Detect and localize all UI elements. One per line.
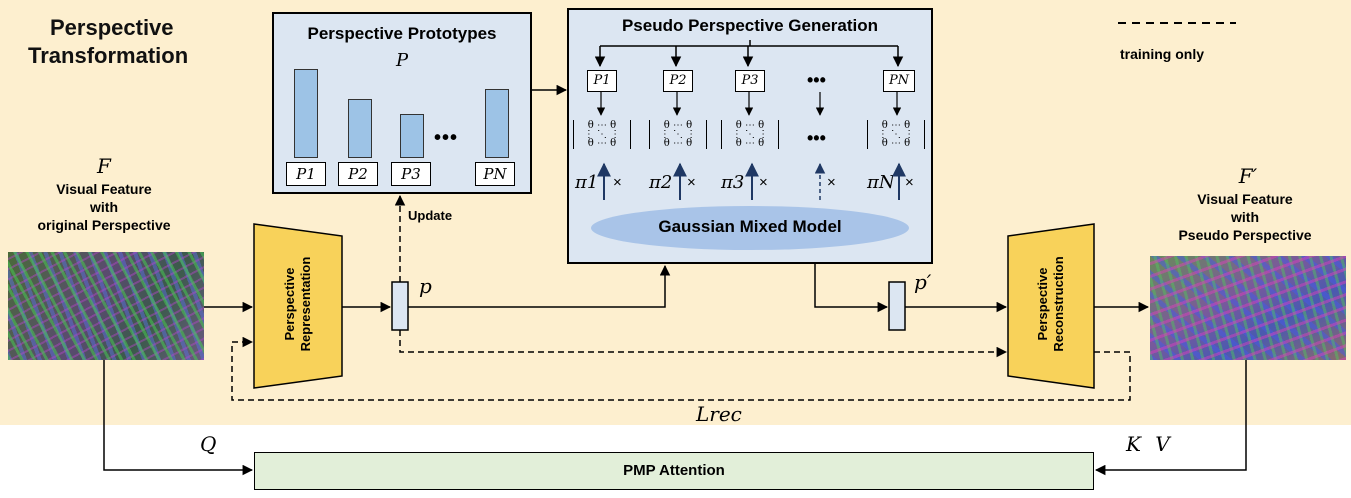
- decoder-trapezoid: [1007, 223, 1095, 389]
- q-arrow: [103, 360, 254, 476]
- prototypes-title: Perspective Prototypes: [307, 24, 497, 43]
- label-to-matrix-arrows: [596, 92, 902, 116]
- times-2: ×: [687, 174, 696, 191]
- prototypes-ellipsis: •••: [434, 127, 459, 149]
- matrix-2-row1: θ ⋯ θ: [663, 120, 693, 131]
- section-title-line1: Perspective: [50, 15, 174, 40]
- gmm-label: Gaussian Mixed Model: [658, 217, 842, 236]
- input-symbol: F: [97, 154, 111, 178]
- pseudo-panel: Pseudo Perspective Generation P1 P2 P3 •…: [567, 8, 933, 264]
- matrix-1: θ ⋯ θ ⋮ ⋱ ⋮ θ ⋯ θ: [573, 120, 631, 149]
- matrix-3-row3: θ ⋯ θ: [735, 138, 765, 149]
- prototype-label-3: P3: [391, 162, 431, 186]
- matrix-2: θ ⋯ θ ⋮ ⋱ ⋮ θ ⋯ θ: [649, 120, 707, 149]
- times-3: ×: [759, 174, 768, 191]
- prototypes-symbol: P: [395, 50, 409, 71]
- matrix-2-row2: ⋮ ⋱ ⋮: [659, 129, 697, 140]
- output-feature-image: [1150, 256, 1346, 360]
- matrix-n-row3: θ ⋯ θ: [881, 138, 911, 149]
- output-caption-line2: with: [1231, 209, 1259, 225]
- pseudo-label-3: P3: [735, 70, 765, 92]
- prototype-bar-1: [294, 69, 318, 158]
- weight-pi-2: π2: [649, 172, 673, 193]
- prototype-label-n: PN: [475, 162, 515, 186]
- legend-dashed-line: [1118, 22, 1236, 24]
- output-caption: Visual Feature with Pseudo Perspective: [1142, 190, 1348, 244]
- section-title: Perspective Transformation: [28, 14, 188, 70]
- p-prime-vector-box: [888, 281, 906, 331]
- prototypes-panel: Perspective Prototypes P ••• P1 P2 P3 PN: [272, 12, 532, 194]
- p-label: p: [419, 274, 432, 298]
- decoder-label: Perspective Reconstruction: [1035, 256, 1066, 352]
- update-label: Update: [408, 208, 453, 223]
- output-caption-line3: Pseudo Perspective: [1178, 227, 1312, 243]
- input-feature-image: [8, 252, 204, 360]
- input-caption-line3: original Perspective: [37, 217, 171, 233]
- pseudo-ellipsis-top: •••: [807, 70, 826, 90]
- pseudo-label-n: PN: [883, 70, 915, 92]
- pseudo-ellipsis-mid: •••: [807, 128, 826, 148]
- loss-text: Lrec: [696, 402, 742, 426]
- times-n: ×: [905, 174, 914, 191]
- gmm-upward-arrows: [597, 162, 906, 200]
- loss-label: Lrec: [696, 402, 742, 426]
- legend-training-only: training only: [1120, 46, 1204, 62]
- matrix-n: θ ⋯ θ ⋮ ⋱ ⋮ θ ⋯ θ: [867, 120, 925, 149]
- q-label: Q: [200, 432, 217, 456]
- pseudo-to-pprime-arrow: [814, 264, 889, 313]
- weight-pi-3: π3: [721, 172, 745, 193]
- output-caption-line1: Visual Feature: [1197, 191, 1293, 207]
- output-symbol: F′: [1238, 164, 1258, 188]
- weight-pi-1: π1: [575, 172, 599, 193]
- pmp-attention-box: PMP Attention: [254, 452, 1094, 490]
- prototype-bar-2: [348, 99, 372, 158]
- matrix-1-row3: θ ⋯ θ: [587, 138, 617, 149]
- matrix-3-row1: θ ⋯ θ: [735, 120, 765, 131]
- p-to-gmm-arrow: [408, 264, 671, 308]
- input-caption: Visual Feature with original Perspective: [4, 180, 204, 234]
- section-title-line2: Transformation: [28, 43, 189, 68]
- kv-label: K V: [1126, 432, 1170, 456]
- input-caption-line1: Visual Feature: [56, 181, 152, 197]
- matrix-3: θ ⋯ θ ⋮ ⋱ ⋮ θ ⋯ θ: [721, 120, 779, 149]
- matrix-3-row2: ⋮ ⋱ ⋮: [731, 129, 769, 140]
- times-ellipsis: ×: [827, 174, 836, 191]
- kv-arrow: [1094, 360, 1247, 476]
- pmp-attention-label: PMP Attention: [623, 462, 725, 479]
- times-1: ×: [613, 174, 622, 191]
- p-vector-box: [391, 281, 409, 331]
- input-caption-line2: with: [90, 199, 118, 215]
- matrix-n-row1: θ ⋯ θ: [881, 120, 911, 131]
- prototype-label-2: P2: [338, 162, 378, 186]
- weight-pi-n: πN: [867, 172, 895, 193]
- p-to-decoder-dashed: [399, 330, 1008, 358]
- prototype-bar-n: [485, 89, 509, 158]
- loss-loop-dashed: [231, 336, 1131, 401]
- p-prime-label: p′: [914, 270, 932, 294]
- prototype-bar-3: [400, 114, 424, 158]
- encoder-trapezoid: [253, 223, 343, 389]
- gmm-ellipse: [591, 206, 909, 250]
- matrix-1-row1: θ ⋯ θ: [587, 120, 617, 131]
- matrix-n-row2: ⋮ ⋱ ⋮: [877, 129, 915, 140]
- matrix-2-row3: θ ⋯ θ: [663, 138, 693, 149]
- pseudo-label-2: P2: [663, 70, 693, 92]
- pseudo-title: Pseudo Perspective Generation: [621, 16, 879, 35]
- pseudo-top-distribution: [594, 40, 904, 68]
- matrix-1-row2: ⋮ ⋱ ⋮: [583, 129, 621, 140]
- pseudo-label-1: P1: [587, 70, 617, 92]
- encoder-label: Perspective Representation: [282, 256, 313, 352]
- prototype-label-1: P1: [286, 162, 326, 186]
